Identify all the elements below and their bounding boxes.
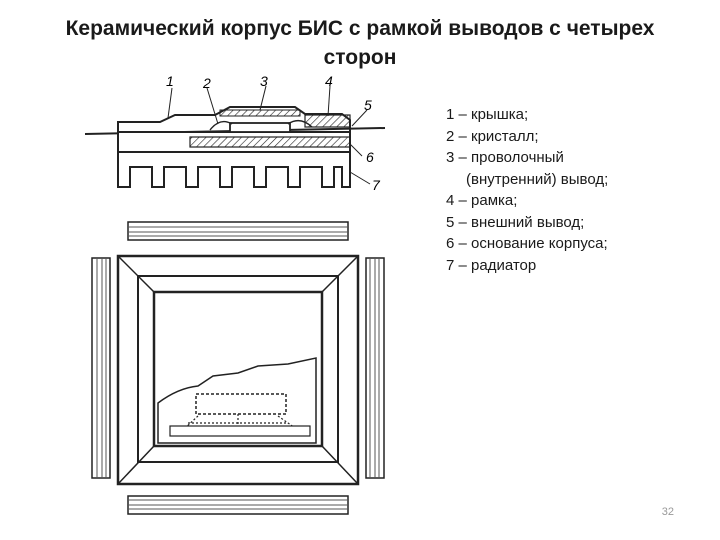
inner-lead-row: [169, 425, 311, 437]
lead-comb: [91, 221, 385, 515]
callout-7: 7: [372, 177, 381, 193]
legend-item-7: 7 – радиатор: [446, 256, 537, 274]
legend-item-4: 4 – рамка;: [446, 192, 518, 209]
callout-6: 6: [366, 149, 374, 165]
callout-2: 2: [202, 75, 211, 91]
crystal: [229, 122, 291, 133]
crystal-top: [195, 393, 287, 415]
callout-1: 1: [166, 73, 174, 89]
callout-5: 5: [364, 97, 372, 113]
lid-hatched: [219, 109, 301, 117]
title-line-1: Керамический корпус БИС с рамкой выводов…: [65, 17, 655, 40]
legend-item-3: 3 – проволочный: [446, 149, 564, 166]
legend-item-2: 2 – кристалл;: [446, 127, 539, 145]
legend-item-6: 6 – основание корпуса;: [446, 235, 608, 252]
callout-3: 3: [260, 73, 268, 89]
bond-wires-top: [182, 414, 299, 431]
bond-wire: [287, 119, 313, 128]
radiator: [117, 151, 351, 188]
slide-title: Керамический корпус БИС с рамкой выводов…: [40, 14, 680, 72]
bond-wire: [209, 120, 233, 131]
page-number: 32: [661, 506, 674, 518]
legend-item-1: 1 – крышка;: [446, 106, 529, 123]
frame-hatched: [304, 114, 351, 128]
legend: 1 – крышка; 2 – кристалл; 3 – проволочны…: [446, 104, 608, 276]
legend-item-3-continued: (внутренний) вывод;: [466, 170, 609, 188]
legend-item-5: 5 – внешний вывод;: [446, 213, 585, 231]
title-line-2: сторон: [323, 46, 397, 69]
base-hatched-layer: [189, 136, 351, 148]
cross-section-diagram: 1 2 3 4 5 6 7: [84, 73, 386, 193]
top-view-diagram: [91, 221, 385, 515]
callout-4: 4: [325, 73, 333, 89]
